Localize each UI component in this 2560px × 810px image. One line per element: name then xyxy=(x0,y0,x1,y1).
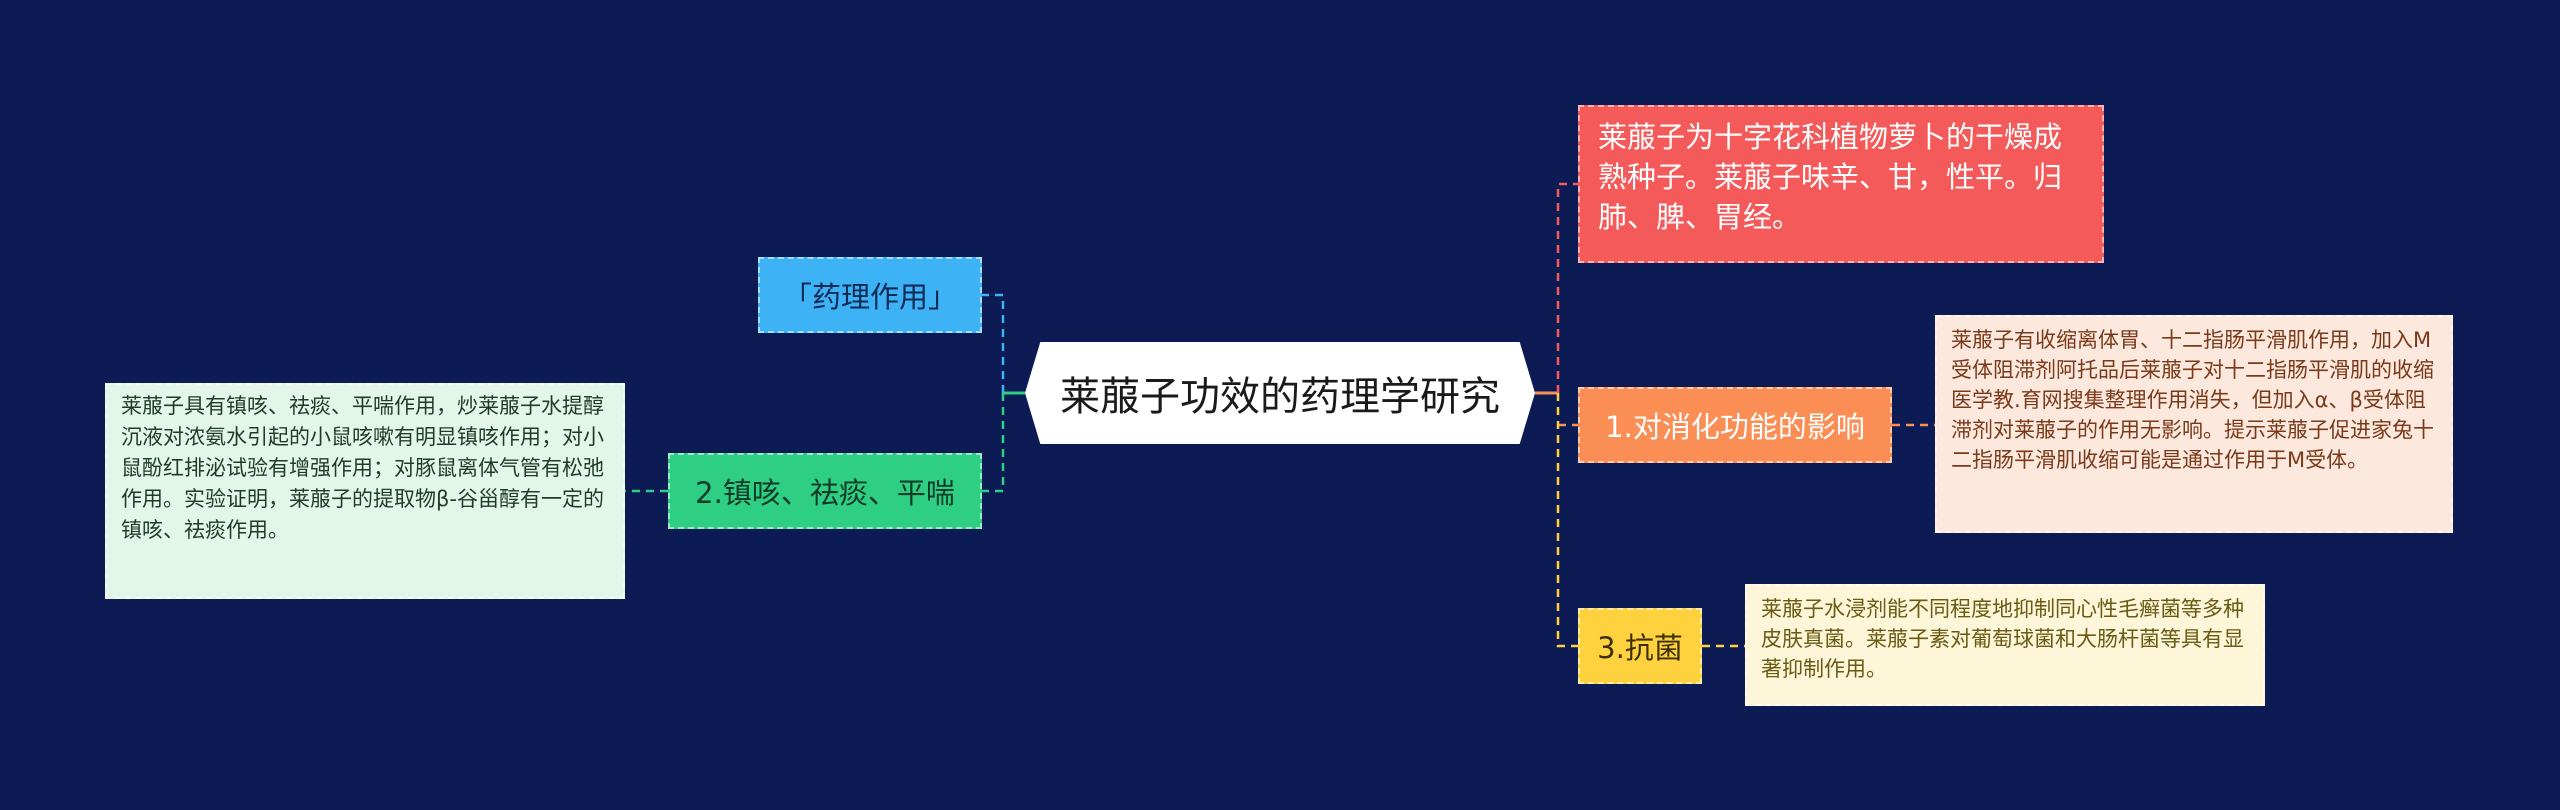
connector-to-intro xyxy=(1556,182,1578,393)
root-label: 莱菔子功效的药理学研究 xyxy=(1060,374,1500,420)
branch-pharmacology[interactable]: 「药理作用」 xyxy=(758,257,982,333)
leaf-digestion-text: 莱菔子有收缩离体胃、十二指肠平滑肌作用，加入M受体阻滞剂阿托品后莱菔子对十二指肠… xyxy=(1951,328,2434,472)
connector-to-pharmacology xyxy=(982,293,1005,393)
leaf-digestion-detail[interactable]: 莱菔子有收缩离体胃、十二指肠平滑肌作用，加入M受体阻滞剂阿托品后莱菔子对十二指肠… xyxy=(1935,315,2453,533)
connector-to-antibacterial xyxy=(1556,393,1578,648)
leaf-cough-detail[interactable]: 莱菔子具有镇咳、祛痰、平喘作用，炒莱菔子水提醇沉液对浓氨水引起的小鼠咳嗽有明显镇… xyxy=(105,383,625,599)
branch-antibacterial-label: 3.抗菌 xyxy=(1597,631,1683,665)
leaf-antibacterial-detail[interactable]: 莱菔子水浸剂能不同程度地抑制同心性毛癣菌等多种皮肤真菌。莱菔子素对葡萄球菌和大肠… xyxy=(1745,584,2265,706)
branch-digestion-label: 1.对消化功能的影响 xyxy=(1605,410,1865,444)
connector-to-cough xyxy=(982,393,1005,493)
branch-cough-label: 2.镇咳、祛痰、平喘 xyxy=(695,476,955,510)
leaf-antibacterial-text: 莱菔子水浸剂能不同程度地抑制同心性毛癣菌等多种皮肤真菌。莱菔子素对葡萄球菌和大肠… xyxy=(1761,597,2244,681)
branch-cough[interactable]: 2.镇咳、祛痰、平喘 xyxy=(668,453,982,529)
root-node[interactable]: 莱菔子功效的药理学研究 xyxy=(1025,342,1535,444)
branch-pharmacology-label: 「药理作用」 xyxy=(782,280,957,314)
branch-digestion[interactable]: 1.对消化功能的影响 xyxy=(1578,387,1892,463)
leaf-cough-text: 莱菔子具有镇咳、祛痰、平喘作用，炒莱菔子水提醇沉液对浓氨水引起的小鼠咳嗽有明显镇… xyxy=(121,394,604,542)
branch-intro-label: 莱菔子为十字花科植物萝卜的干燥成熟种子。莱菔子味辛、甘，性平。归肺、脾、胃经。 xyxy=(1598,120,2063,234)
branch-intro[interactable]: 莱菔子为十字花科植物萝卜的干燥成熟种子。莱菔子味辛、甘，性平。归肺、脾、胃经。 xyxy=(1578,105,2104,263)
branch-antibacterial[interactable]: 3.抗菌 xyxy=(1578,608,1702,684)
